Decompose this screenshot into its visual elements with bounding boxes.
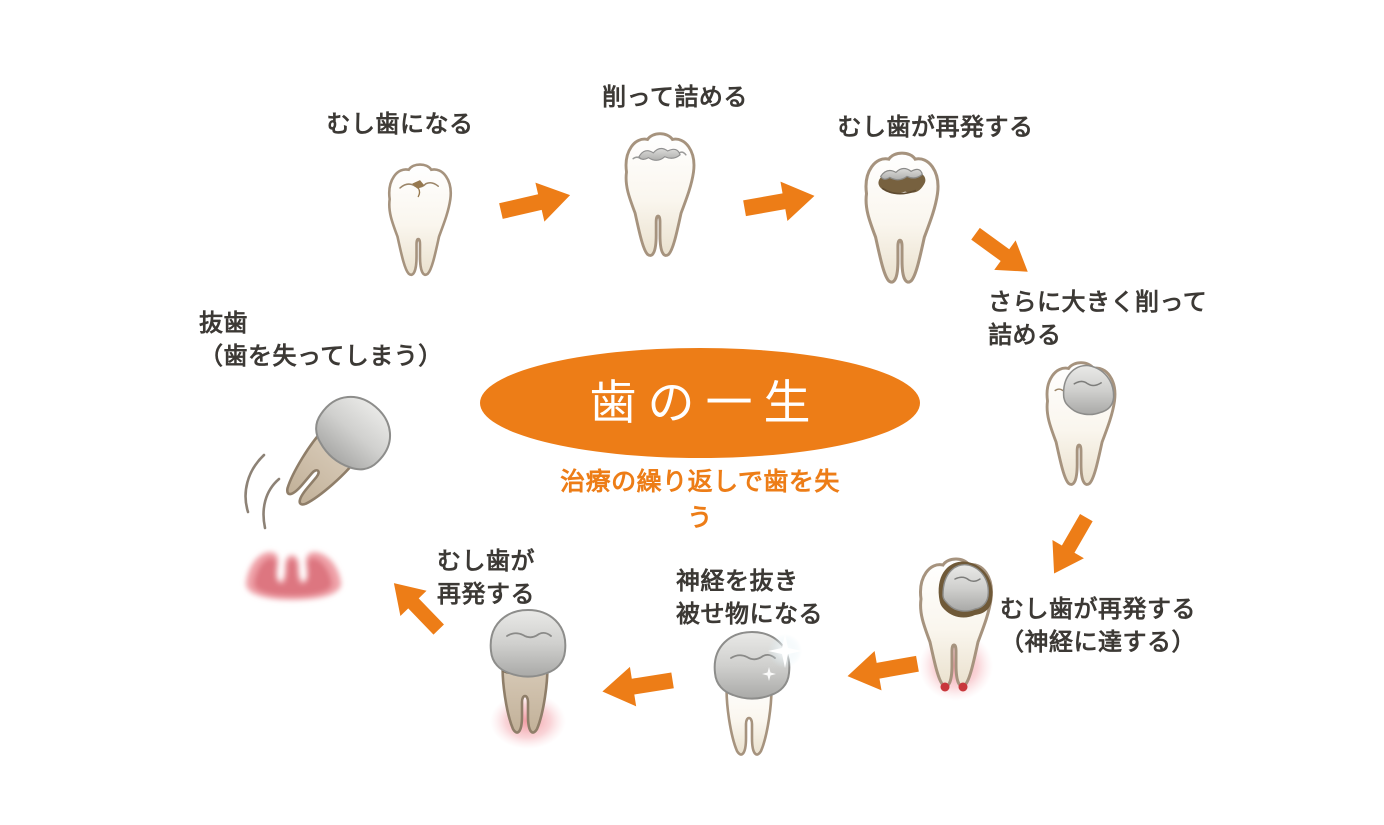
center-title-ellipse: 歯の一生 — [480, 348, 920, 458]
diagram-subtitle: 治療の繰り返しで歯を失う — [560, 467, 840, 532]
stage-drill-fill-label: 削って詰める — [602, 83, 748, 111]
tooth-large-filling-illustration — [1045, 361, 1117, 486]
tooth-nerve-decay-illustration — [919, 557, 993, 701]
stage-crown-label: 神経を抜き 被せ物になる — [676, 567, 823, 628]
arrow-recurrence-to-larger-fill-icon — [971, 227, 1028, 272]
arrow-cavity-to-fill-icon — [499, 182, 571, 222]
tooth-refill-decay-illustration — [864, 151, 940, 284]
tooth-filled-illustration — [624, 132, 696, 257]
sparkle-star-icon — [768, 634, 802, 668]
arrow-nerve-to-crown-icon — [847, 650, 919, 691]
arrow-larger-fill-to-nerve-icon — [1052, 514, 1093, 574]
stage-extraction-label: 抜歯 （歯を失ってしまう） — [199, 309, 443, 370]
stage-cavity-label: むし歯になる — [326, 110, 474, 138]
empty-gum-socket-illustration — [245, 552, 342, 600]
arrow-recurrence-to-extraction-icon — [393, 583, 444, 635]
extraction-motion-lines — [244, 453, 281, 530]
tooth-cavity-illustration — [387, 163, 453, 276]
tooth-extracted-illustration — [286, 395, 392, 506]
tooth-crown-decay-illustration — [489, 608, 567, 749]
tooth-crowned-illustration — [713, 630, 802, 756]
stage-larger-fill-label: さらに大きく削って 詰める — [988, 288, 1208, 349]
sparkle-star-small-icon — [762, 667, 776, 681]
stage-recurrence-again-label: むし歯が 再発する — [437, 547, 535, 608]
arrow-crown-to-recurrence-icon — [602, 666, 674, 707]
stage-recurrence-label: むし歯が再発する — [837, 113, 1034, 141]
diagram-title: 歯の一生 — [589, 375, 822, 431]
arrow-fill-to-recurrence-icon — [743, 181, 815, 222]
stage-nerve-label: むし歯が再発する （神経に達する） — [1000, 595, 1196, 656]
